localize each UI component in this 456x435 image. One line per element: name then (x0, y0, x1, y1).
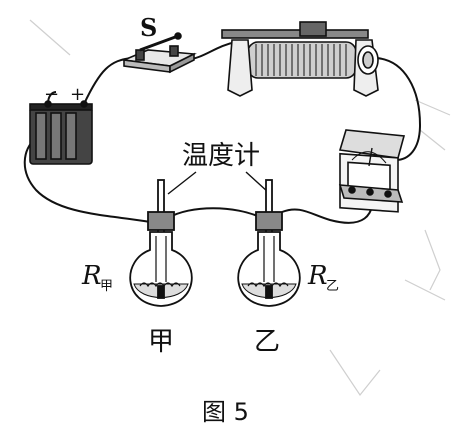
wires (23, 41, 422, 224)
background-scribbles (29, 19, 451, 397)
flask-left (129, 179, 193, 307)
rheostat (221, 21, 379, 97)
wire-between-flasks (167, 207, 263, 219)
flask-right (237, 179, 301, 307)
switch (120, 32, 197, 74)
battery-minus-label: − (44, 84, 59, 105)
flask-right-label: 乙 (254, 327, 280, 357)
r-left-subscript: 甲 (100, 279, 113, 294)
r-right-label: R (307, 261, 328, 291)
wire-rheostat-meter (375, 57, 422, 161)
wire-flask-battery (23, 137, 151, 223)
thermometer-label: 温度计 (182, 141, 260, 171)
switch-label: S (140, 13, 157, 42)
flask-left-label: 甲 (148, 327, 174, 357)
meter (338, 129, 406, 213)
r-right-subscript: 乙 (326, 279, 339, 294)
thermometer-pointers (167, 171, 269, 195)
figure-caption: 图 5 (202, 398, 249, 426)
battery (29, 100, 93, 165)
battery-plus-label: + (70, 84, 85, 105)
r-left-label: R (81, 261, 102, 291)
